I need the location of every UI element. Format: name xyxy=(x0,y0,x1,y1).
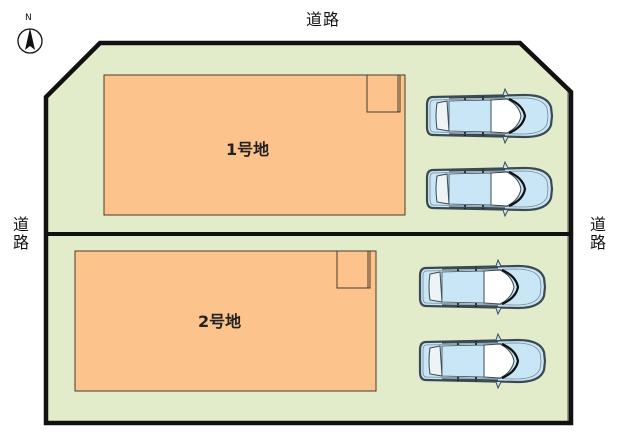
compass: N xyxy=(15,13,45,55)
compass-north-label: N xyxy=(25,13,32,23)
car-icon xyxy=(418,332,547,390)
car-icon xyxy=(425,160,554,218)
road-label-right: 道 路 xyxy=(589,216,607,252)
road-label-left: 道 路 xyxy=(12,216,30,252)
road-right-char-1: 道 xyxy=(589,215,606,234)
lot1-house xyxy=(103,74,406,216)
north-arrow-icon xyxy=(17,28,43,54)
road-right-char-2: 路 xyxy=(589,233,606,252)
lot1-label: 1号地 xyxy=(226,140,270,159)
car-icon xyxy=(425,87,554,145)
road-label-top: 道路 xyxy=(306,10,341,29)
road-left-char-1: 道 xyxy=(12,215,29,234)
site-boundary xyxy=(43,40,574,426)
road-left-char-2: 路 xyxy=(12,233,29,252)
lot2-house xyxy=(74,250,377,392)
lot2-label: 2号地 xyxy=(198,312,242,331)
car-icon xyxy=(418,258,547,316)
